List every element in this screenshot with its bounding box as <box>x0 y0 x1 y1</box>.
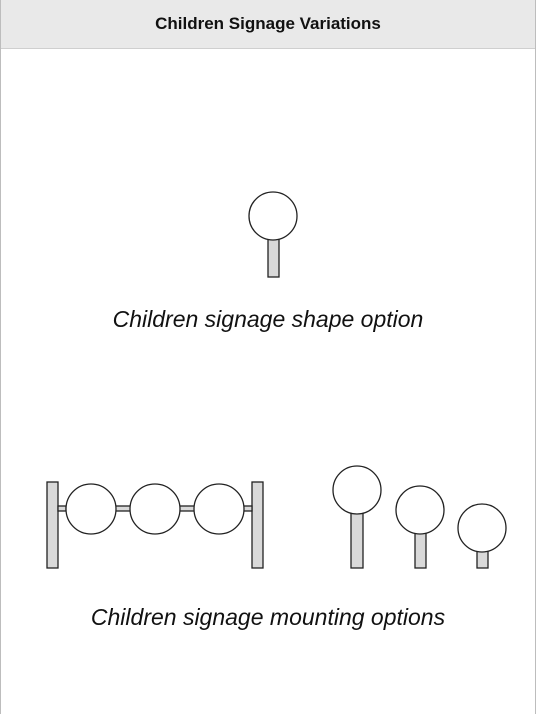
right-rail-post <box>251 481 264 569</box>
single-sign-disc <box>248 191 298 241</box>
tall-post-sign-disc <box>332 465 382 515</box>
rail-sign-disc-2 <box>129 483 181 535</box>
medium-post-sign-disc <box>395 485 445 535</box>
rail-connector <box>114 505 132 512</box>
panel-title: Children Signage Variations <box>155 14 381 33</box>
post-mounted-signs <box>332 465 507 569</box>
mounting-options-caption: Children signage mounting options <box>90 604 446 630</box>
rail-connector <box>178 505 196 512</box>
shape-option-caption: Children signage shape option <box>112 306 424 332</box>
medium-post <box>414 529 427 569</box>
short-post-sign-disc <box>457 503 507 553</box>
single-sign-post <box>267 236 280 278</box>
rail-sign-disc-1 <box>65 483 117 535</box>
panel-header: Children Signage Variations <box>1 0 535 49</box>
left-rail-post <box>46 481 59 569</box>
rail-sign-disc-3 <box>193 483 245 535</box>
rail-connector <box>57 505 67 512</box>
rail-mounted-signs <box>46 481 264 569</box>
single-shape-sign <box>248 191 298 278</box>
